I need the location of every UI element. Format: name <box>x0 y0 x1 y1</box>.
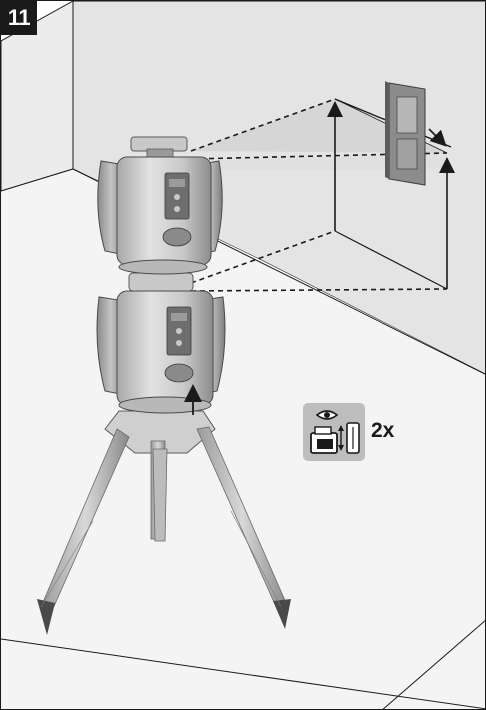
beam-upper-2 <box>190 152 448 160</box>
beam-lower-2 <box>190 288 448 292</box>
laser-plane-lower <box>191 153 447 171</box>
laser-geometry <box>190 98 455 292</box>
floor-reference-line <box>334 230 448 290</box>
floor-edge-left <box>1 168 74 192</box>
beam-upper-1 <box>190 98 336 152</box>
repeat-count-label: 2x <box>371 419 395 442</box>
step-number-badge: 11 <box>1 1 37 35</box>
laser-unit-lower <box>96 272 226 414</box>
tripod <box>37 410 291 635</box>
floor-line-front <box>1 638 485 709</box>
laser-unit-upper <box>97 136 223 275</box>
floor-line-right <box>382 620 485 709</box>
tripod-head <box>104 410 216 454</box>
laser-plane <box>191 99 447 153</box>
deviation-arrow <box>428 128 447 147</box>
laser-receiver-icon <box>385 81 426 186</box>
eye-laser-receiver-icon <box>303 403 365 461</box>
beam-lower-1 <box>190 230 336 284</box>
tripod-leg-rear <box>152 448 168 542</box>
tripod-foot-right <box>273 599 291 629</box>
tripod-foot-left <box>37 599 55 635</box>
